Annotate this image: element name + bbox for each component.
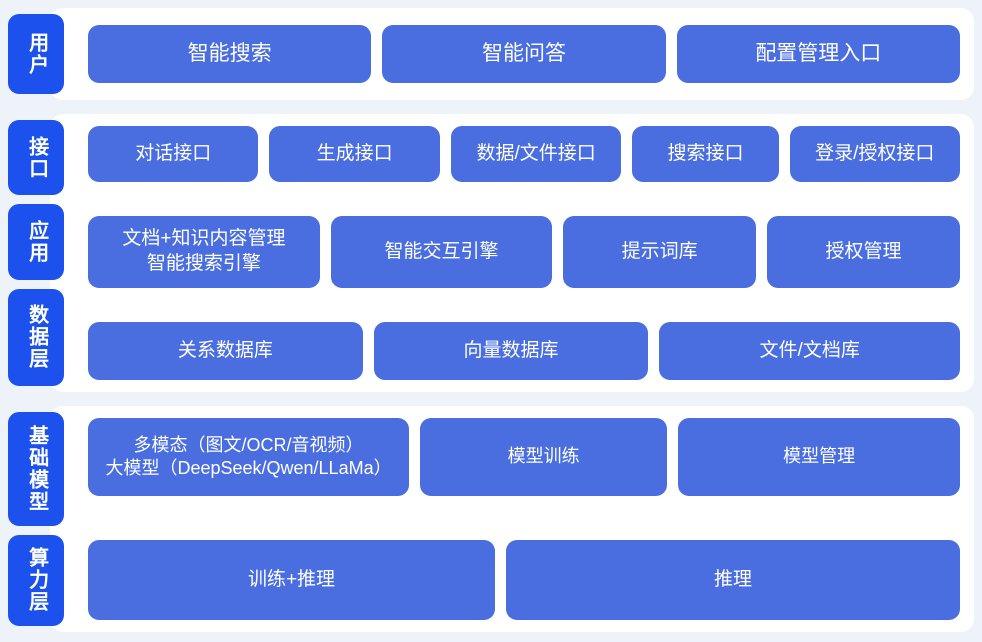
card-label: 关系数据库 [177, 339, 273, 361]
card-generation-interface[interactable]: 生成接口 [269, 126, 440, 182]
group-users: 用户 智能搜索 智能问答 配置管理入口 [8, 8, 974, 100]
card-label: 推理 [714, 568, 753, 590]
card-row-data-layer: 关系数据库 向量数据库 文件/文档库 [88, 322, 960, 380]
card-label: 搜索接口 [667, 142, 744, 164]
rail-tab-label: 应用 [25, 219, 48, 264]
card-label: 模型管理 [783, 446, 856, 467]
card-label-line-1: 文档+知识内容管理 [122, 228, 286, 250]
card-vector-database[interactable]: 向量数据库 [373, 322, 649, 380]
rail-tab-label: 用户 [25, 32, 48, 76]
card-label-line-2: 大模型（DeepSeek/Qwen/LLaMa） [105, 458, 392, 478]
card-label: 向量数据库 [463, 339, 559, 361]
card-inference[interactable]: 推理 [506, 540, 960, 620]
rail-tab-data-layer[interactable]: 数据层 [8, 288, 64, 386]
card-label: 提示词库 [621, 240, 698, 262]
panel-platform-stack: 对话接口 生成接口 数据/文件接口 搜索接口 登录/授权接口 文档+知识内容 [50, 114, 974, 392]
rail-tab-label: 数据层 [25, 304, 48, 371]
rail-foundation: 基础模型 算力层 [8, 406, 64, 632]
card-authorization-management[interactable]: 授权管理 [767, 216, 960, 288]
card-row-interface: 对话接口 生成接口 数据/文件接口 搜索接口 登录/授权接口 [88, 126, 961, 182]
group-foundation: 基础模型 算力层 多模态（图文/OCR/音视频） 大模型（DeepSeek/Qw… [8, 406, 974, 632]
card-intelligent-qa[interactable]: 智能问答 [382, 25, 666, 83]
rail-tab-label: 接口 [25, 135, 48, 180]
card-row-user-entries: 智能搜索 智能问答 配置管理入口 [88, 25, 960, 83]
card-model-management[interactable]: 模型管理 [678, 418, 960, 496]
card-label-line-2: 智能搜索引擎 [146, 253, 261, 274]
rail-tab-users[interactable]: 用户 [8, 14, 64, 94]
card-label: 授权管理 [825, 240, 902, 262]
card-label: 智能搜索 [187, 42, 272, 66]
card-row-model: 多模态（图文/OCR/音视频） 大模型（DeepSeek/Qwen/LLaMa）… [88, 418, 960, 496]
rail-tab-foundation-model[interactable]: 基础模型 [8, 412, 64, 526]
rail-tab-label: 基础模型 [25, 424, 48, 513]
card-label: 模型训练 [507, 446, 580, 467]
card-config-management-entry[interactable]: 配置管理入口 [676, 25, 960, 83]
card-label: 训练+推理 [247, 568, 336, 590]
rail-tab-interface[interactable]: 接口 [8, 120, 64, 196]
panel-users: 智能搜索 智能问答 配置管理入口 [50, 8, 974, 100]
card-login-auth-interface[interactable]: 登录/授权接口 [789, 126, 961, 182]
card-row-application: 文档+知识内容管理 智能搜索引擎 智能交互引擎 提示词库 授权管理 [88, 216, 960, 288]
card-doc-knowledge-management[interactable]: 文档+知识内容管理 智能搜索引擎 [88, 216, 320, 288]
rail-tab-compute-layer[interactable]: 算力层 [8, 534, 64, 626]
card-label: 数据/文件接口 [476, 142, 596, 164]
card-label: 智能交互引擎 [384, 240, 499, 262]
rail-users: 用户 [8, 8, 64, 100]
card-model-training[interactable]: 模型训练 [420, 418, 668, 496]
card-row-compute: 训练+推理 推理 [88, 540, 960, 620]
card-data-file-interface[interactable]: 数据/文件接口 [450, 126, 622, 182]
rail-tab-application[interactable]: 应用 [8, 204, 64, 280]
card-search-interface[interactable]: 搜索接口 [632, 126, 779, 182]
card-label: 文件/文档库 [759, 339, 860, 361]
card-label: 配置管理入口 [755, 42, 882, 66]
card-label: 登录/授权接口 [815, 142, 935, 164]
rail-platform-stack: 接口 应用 数据层 [8, 114, 64, 392]
card-label: 生成接口 [316, 142, 393, 164]
group-platform-stack: 接口 应用 数据层 对话接口 生成接口 数据/文件接口 [8, 114, 974, 392]
card-prompt-library[interactable]: 提示词库 [563, 216, 757, 288]
card-dialog-interface[interactable]: 对话接口 [88, 126, 259, 182]
card-relational-database[interactable]: 关系数据库 [88, 322, 363, 380]
card-intelligent-search[interactable]: 智能搜索 [88, 25, 372, 83]
card-label-line-1: 多模态（图文/OCR/音视频） [133, 434, 364, 455]
card-label: 对话接口 [135, 142, 212, 164]
card-multimodal-large-model[interactable]: 多模态（图文/OCR/音视频） 大模型（DeepSeek/Qwen/LLaMa） [88, 418, 410, 496]
card-file-document-store[interactable]: 文件/文档库 [659, 322, 960, 380]
rail-tab-label: 算力层 [25, 547, 48, 614]
card-label: 智能问答 [481, 42, 566, 66]
panel-foundation: 多模态（图文/OCR/音视频） 大模型（DeepSeek/Qwen/LLaMa）… [50, 406, 974, 632]
card-intelligent-interaction-engine[interactable]: 智能交互引擎 [330, 216, 553, 288]
card-training-plus-inference[interactable]: 训练+推理 [88, 540, 496, 620]
